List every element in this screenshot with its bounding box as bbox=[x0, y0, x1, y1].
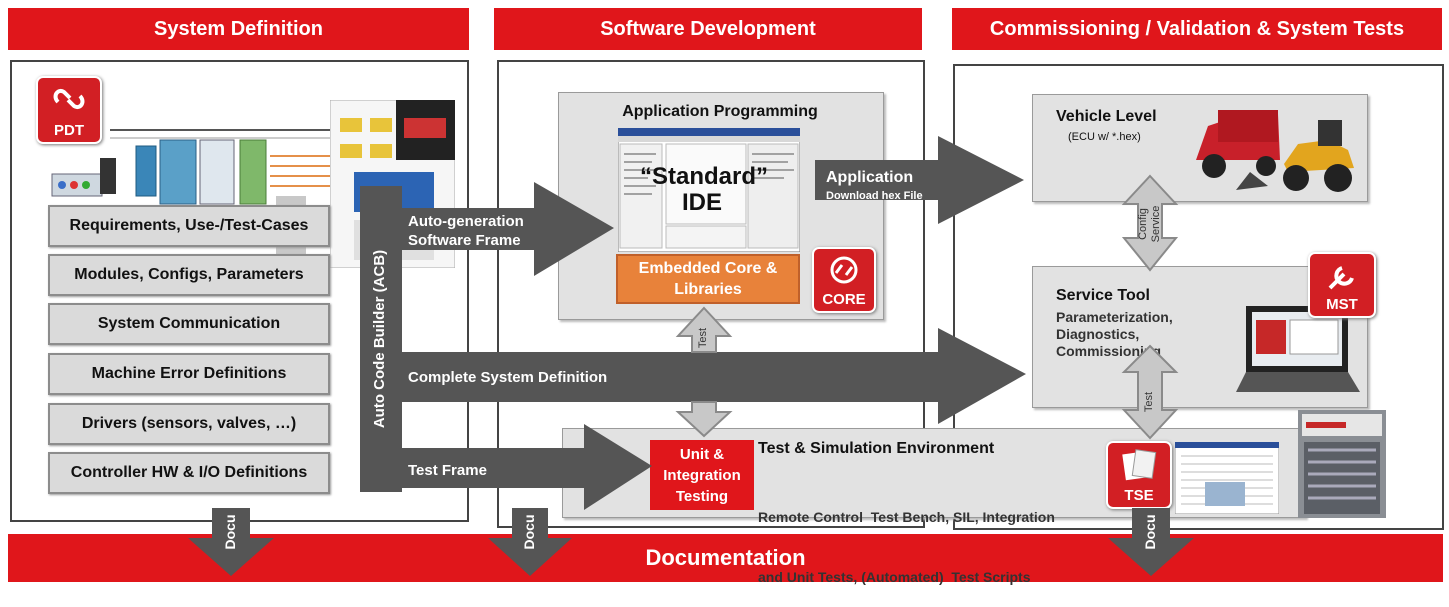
auto-generation-line2: Software Frame bbox=[408, 232, 521, 249]
tse-line2: and Unit Tests, (Automated) Test Scripts bbox=[758, 569, 1031, 585]
docu-label-3: Docu bbox=[1142, 514, 1158, 550]
test-down-arrow bbox=[675, 401, 733, 438]
auto-generation-line1: Auto-generation bbox=[408, 213, 524, 230]
docu-label-2: Docu bbox=[521, 514, 537, 550]
application-label: Application bbox=[826, 169, 914, 186]
system-row-modules: Modules, Configs, Parameters bbox=[48, 254, 330, 296]
wrench-icon bbox=[1328, 266, 1354, 290]
docu-arrow-2 bbox=[488, 508, 572, 576]
tse-line1: Remote Control Test Bench, SIL, Integrat… bbox=[758, 509, 1055, 525]
system-row-drivers: Drivers (sensors, valves, …) bbox=[48, 403, 330, 445]
laptop-image bbox=[1236, 306, 1360, 392]
header-system-definition: System Definition bbox=[8, 8, 469, 50]
test-up-arrow bbox=[675, 306, 733, 353]
service-tool-line2: Diagnostics, bbox=[1056, 326, 1140, 342]
system-row-communication: System Communication bbox=[48, 303, 330, 345]
acb-label: Auto Code Builder (ACB) bbox=[371, 249, 388, 429]
docu-arrow-1 bbox=[188, 508, 274, 576]
ide-screenshot-image bbox=[618, 128, 800, 252]
test-frame-label: Test Frame bbox=[408, 462, 487, 479]
application-sublabel: Download hex File bbox=[826, 190, 923, 202]
acb-block bbox=[360, 186, 402, 492]
tse-label: TSE bbox=[1124, 487, 1154, 504]
system-row-controller-hw: Controller HW & I/O Definitions bbox=[48, 452, 330, 494]
flow-arrows bbox=[188, 136, 1194, 576]
pdt-label: PDT bbox=[54, 122, 84, 139]
service-test-arrow bbox=[1121, 344, 1179, 440]
ide-label-line1: “Standard” bbox=[640, 163, 769, 190]
complete-system-definition-label: Complete System Definition bbox=[408, 369, 608, 386]
auto-generation-arrow bbox=[400, 182, 614, 276]
config-service-arrow bbox=[1121, 174, 1179, 272]
service-tool-line1: Parameterization, bbox=[1056, 309, 1173, 325]
test-bench-cabinet-image bbox=[1298, 410, 1386, 518]
mst-label: MST bbox=[1326, 296, 1358, 313]
vehicle-level-title: Vehicle Level bbox=[1056, 108, 1157, 125]
service-tool-description: Parameterization, Diagnostics, Commissio… bbox=[1056, 309, 1173, 360]
header-commissioning: Commissioning / Validation & System Test… bbox=[952, 8, 1442, 50]
application-programming-title: Application Programming bbox=[622, 103, 818, 120]
system-row-error-definitions: Machine Error Definitions bbox=[48, 353, 330, 395]
link-icon bbox=[53, 89, 85, 109]
tse-title: Test & Simulation Environment bbox=[758, 440, 995, 457]
header-software-development: Software Development bbox=[494, 8, 922, 50]
service-tool-line3: Commissioning bbox=[1056, 343, 1162, 359]
unit-testing-line1: Unit & bbox=[679, 445, 725, 463]
embedded-core-line1: Embedded Core & bbox=[638, 260, 778, 277]
test-label-2: Test bbox=[1143, 391, 1155, 413]
system-row-requirements: Requirements, Use-/Test-Cases bbox=[48, 205, 330, 247]
ide-label-line2: IDE bbox=[681, 189, 722, 216]
ide-label: “Standard” IDE bbox=[640, 163, 769, 216]
auto-generation-label: Auto-generation Software Frame bbox=[408, 212, 524, 250]
config-service-label: Config Service bbox=[1137, 184, 1163, 264]
unit-integration-testing-box: Unit & Integration Testing bbox=[650, 440, 754, 510]
application-download-arrow bbox=[815, 136, 1024, 224]
tse-badge: TSE bbox=[1106, 441, 1172, 509]
service-tool-title: Service Tool bbox=[1056, 287, 1150, 304]
embedded-core-box: Embedded Core & Libraries bbox=[616, 254, 800, 304]
mst-badge: MST bbox=[1308, 252, 1376, 318]
docu-arrow-3 bbox=[1108, 508, 1194, 576]
complete-system-definition-arrow bbox=[400, 328, 1026, 424]
vehicle-level-subtitle: (ECU w/ *.hex) bbox=[1068, 131, 1141, 143]
service-label: Service bbox=[1150, 205, 1162, 243]
unit-testing-line2: Integration bbox=[663, 466, 741, 484]
documents-icon bbox=[1122, 449, 1157, 481]
test-software-screenshot bbox=[1175, 442, 1279, 514]
test-label: Test bbox=[697, 327, 709, 349]
docu-label-1: Docu bbox=[222, 514, 238, 550]
tse-description: Remote Control Test Bench, SIL, Integrat… bbox=[758, 467, 1055, 607]
pdt-badge: PDT bbox=[36, 76, 102, 144]
machines-image bbox=[1196, 110, 1354, 192]
chain-icon bbox=[830, 256, 858, 284]
embedded-core-line2: Libraries bbox=[674, 281, 742, 298]
test-frame-arrow bbox=[400, 424, 652, 510]
core-badge: CORE bbox=[812, 247, 876, 313]
core-label: CORE bbox=[822, 291, 866, 308]
unit-testing-line3: Testing bbox=[675, 487, 729, 505]
config-label: Config bbox=[1137, 208, 1149, 240]
